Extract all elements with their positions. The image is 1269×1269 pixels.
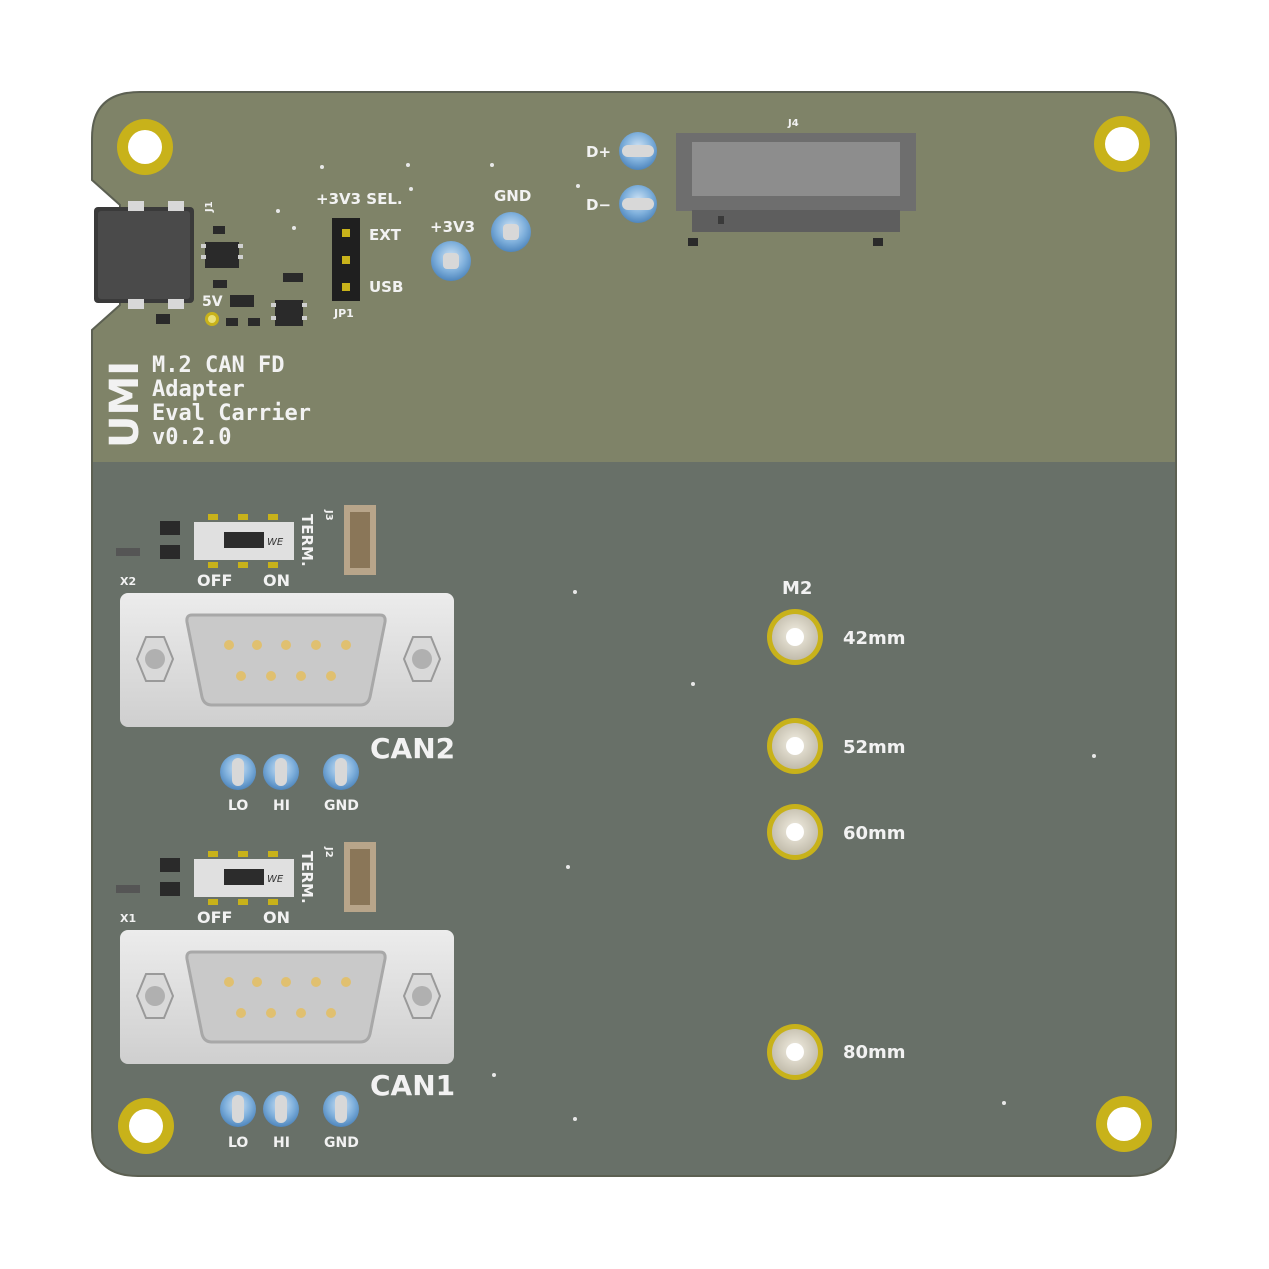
standoff-60mm[interactable] bbox=[767, 804, 823, 860]
vias bbox=[276, 163, 1096, 1121]
can1-block: X1 WE OFF ON TERM. J2 bbox=[116, 842, 455, 1151]
can2-switch-off: OFF bbox=[197, 571, 232, 590]
title-line-4: v0.2.0 bbox=[152, 425, 231, 450]
svg-text:UMI: UMI bbox=[102, 361, 148, 448]
can2-tp-gnd-label: GND bbox=[324, 798, 359, 814]
tp-gnd-label: GND bbox=[494, 187, 531, 205]
usb-ic bbox=[201, 226, 243, 288]
standoff-42mm[interactable] bbox=[767, 609, 823, 665]
can2-testpoint-lo[interactable] bbox=[220, 754, 256, 790]
board-title: M.2 CAN FD Adapter Eval Carrier v0.2.0 bbox=[152, 353, 311, 450]
usb-ref-label: J1 bbox=[204, 201, 215, 213]
jumper-jp1[interactable] bbox=[332, 218, 360, 301]
d-plus-label: D+ bbox=[586, 143, 611, 161]
mounting-hole-top-right bbox=[1094, 116, 1150, 172]
can2-term-switch[interactable]: WE bbox=[194, 514, 294, 568]
jumper-usb-label: USB bbox=[369, 278, 403, 296]
can2-x-ref: X2 bbox=[120, 575, 136, 588]
title-line-1: M.2 CAN FD bbox=[152, 353, 284, 378]
can1-x-ref: X1 bbox=[120, 912, 136, 925]
mounting-hole-top-left bbox=[117, 119, 173, 175]
standoff-42mm-label: 42mm bbox=[843, 628, 906, 649]
regulator-ic bbox=[271, 273, 307, 326]
can1-tp-gnd-label: GND bbox=[324, 1135, 359, 1151]
can2-dsub-connector[interactable] bbox=[120, 593, 454, 727]
can1-switch-on: ON bbox=[263, 908, 290, 927]
can1-switch-brand: WE bbox=[267, 874, 284, 885]
can2-tp-hi-label: HI bbox=[273, 798, 290, 814]
standoff-52mm[interactable] bbox=[767, 718, 823, 774]
led-5v-label: 5V bbox=[202, 294, 223, 310]
can1-term-connector[interactable] bbox=[344, 842, 376, 912]
mounting-hole-bottom-left bbox=[118, 1098, 174, 1154]
can1-switch-off: OFF bbox=[197, 908, 232, 927]
can2-switch-on: ON bbox=[263, 571, 290, 590]
tp-3v3-label: +3V3 bbox=[430, 218, 475, 236]
testpoint-d-plus[interactable] bbox=[619, 132, 657, 170]
m2-mount-title: M2 bbox=[782, 578, 812, 599]
can2-block: X2 WE OFF ON TERM. J3 bbox=[116, 505, 455, 814]
can1-tp-hi-label: HI bbox=[273, 1135, 290, 1151]
title-line-3: Eval Carrier bbox=[152, 401, 311, 426]
can2-switch-brand: WE bbox=[267, 537, 284, 548]
can1-label: CAN1 bbox=[370, 1069, 455, 1102]
usb-c-connector bbox=[94, 201, 194, 309]
testpoint-d-minus[interactable] bbox=[619, 185, 657, 223]
m2-ref-label: J4 bbox=[787, 118, 799, 129]
can2-testpoint-gnd[interactable] bbox=[323, 754, 359, 790]
standoff-80mm-label: 80mm bbox=[843, 1042, 906, 1063]
can2-term-connector[interactable] bbox=[344, 505, 376, 575]
smd-passives bbox=[156, 295, 260, 326]
can2-tp-lo-label: LO bbox=[228, 798, 248, 814]
led-5v bbox=[205, 312, 219, 326]
standoff-80mm[interactable] bbox=[767, 1024, 823, 1080]
testpoint-3v3[interactable] bbox=[431, 241, 471, 281]
title-line-2: Adapter bbox=[152, 377, 245, 402]
can1-testpoint-lo[interactable] bbox=[220, 1091, 256, 1127]
board-bottom-region bbox=[92, 462, 1176, 1176]
testpoint-gnd[interactable] bbox=[491, 212, 531, 252]
3v3-select-title: +3V3 SEL. bbox=[316, 190, 403, 208]
can1-term-switch[interactable]: WE bbox=[194, 851, 294, 905]
can2-testpoint-hi[interactable] bbox=[263, 754, 299, 790]
can2-conn-ref: J3 bbox=[323, 509, 334, 521]
can1-term-label: TERM. bbox=[298, 851, 316, 904]
smd-passives-top bbox=[688, 238, 883, 246]
standoff-60mm-label: 60mm bbox=[843, 823, 906, 844]
mounting-hole-bottom-right bbox=[1096, 1096, 1152, 1152]
can1-tp-lo-label: LO bbox=[228, 1135, 248, 1151]
d-minus-label: D− bbox=[586, 196, 611, 214]
can2-term-label: TERM. bbox=[298, 514, 316, 567]
m2-connector[interactable] bbox=[676, 133, 916, 232]
can1-conn-ref: J2 bbox=[323, 846, 334, 858]
can1-testpoint-hi[interactable] bbox=[263, 1091, 299, 1127]
can1-testpoint-gnd[interactable] bbox=[323, 1091, 359, 1127]
jumper-ext-label: EXT bbox=[369, 226, 402, 244]
can1-dsub-connector[interactable] bbox=[120, 930, 454, 1064]
jumper-ref-label: JP1 bbox=[333, 307, 354, 320]
umi-logo: UMI bbox=[102, 361, 148, 448]
standoff-52mm-label: 52mm bbox=[843, 737, 906, 758]
can2-label: CAN2 bbox=[370, 732, 455, 765]
